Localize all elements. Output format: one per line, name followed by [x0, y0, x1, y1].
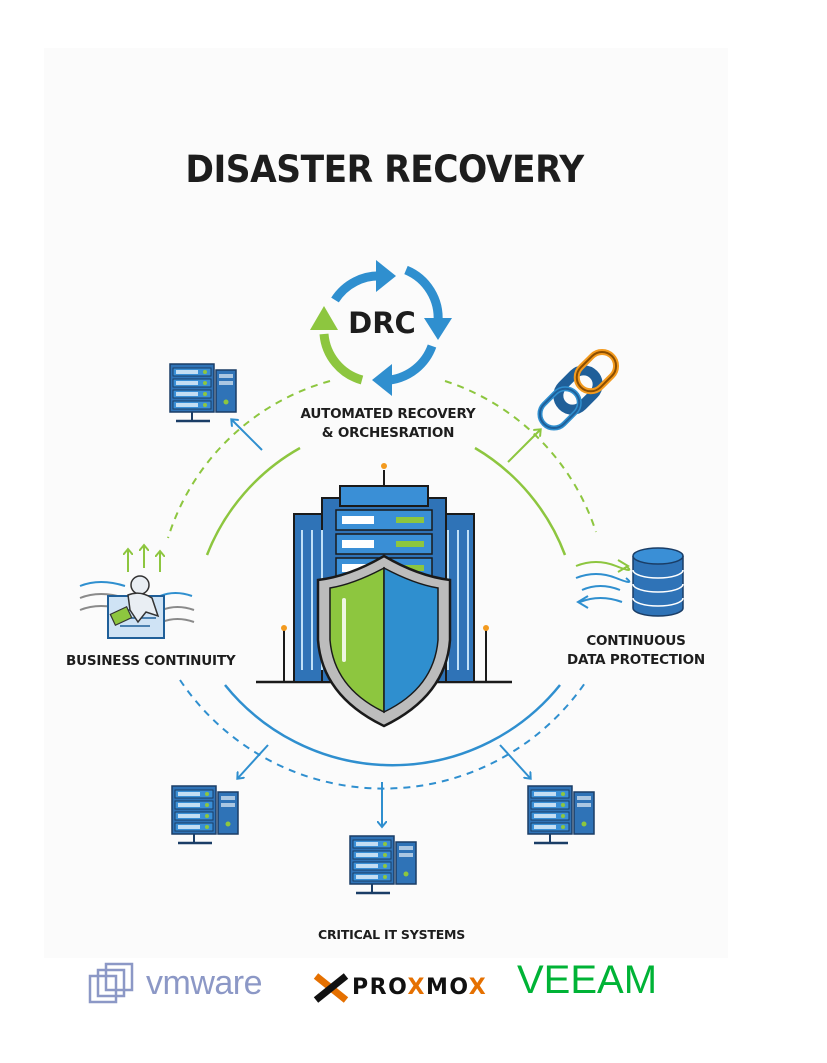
shield-icon [316, 554, 452, 728]
continuous-data-protection-label: CONTINUOUS DATA PROTECTION [556, 632, 716, 670]
cycle-arrows-icon [310, 260, 452, 396]
proxmox-x1: X [407, 975, 426, 1000]
vmware-logo-icon [88, 962, 134, 1004]
server-rack-icon [170, 784, 240, 845]
server-rack-icon [526, 784, 596, 845]
server-rack-icon [168, 362, 238, 423]
proxmox-logo-text: PROXMOX [352, 975, 487, 1000]
proxmox-part1: PRO [352, 975, 408, 1000]
document-person-icon [79, 546, 195, 639]
vmware-logo-text: vmware [146, 964, 263, 1002]
proxmox-x2: X [468, 975, 488, 1000]
continuous-line2: DATA PROTECTION [566, 652, 706, 668]
chain-link-icon [537, 348, 620, 431]
inner-arcs [205, 446, 567, 767]
veeam-logo-text: VEEAM [517, 958, 658, 1002]
drc-node-label: DRC [348, 306, 416, 340]
server-rack-icon [348, 834, 418, 895]
proxmox-logo-icon [313, 973, 349, 1003]
automated-recovery-line1: AUTOMATED RECOVERY [300, 406, 476, 422]
automated-recovery-line2: & ORCHESRATION [321, 425, 455, 441]
continuous-line1: CONTINUOUS [586, 633, 686, 649]
database-icon [575, 547, 684, 617]
proxmox-part2: MO [425, 975, 469, 1000]
business-continuity-label: BUSINESS CONTINUITY [66, 653, 236, 669]
automated-recovery-label: AUTOMATED RECOVERY & ORCHESRATION [288, 405, 488, 443]
outer-orbit [167, 380, 597, 790]
flow-arrows [232, 420, 540, 826]
page-title: DISASTER RECOVERY [185, 148, 584, 191]
critical-it-systems-label: CRITICAL IT SYSTEMS [318, 927, 466, 942]
